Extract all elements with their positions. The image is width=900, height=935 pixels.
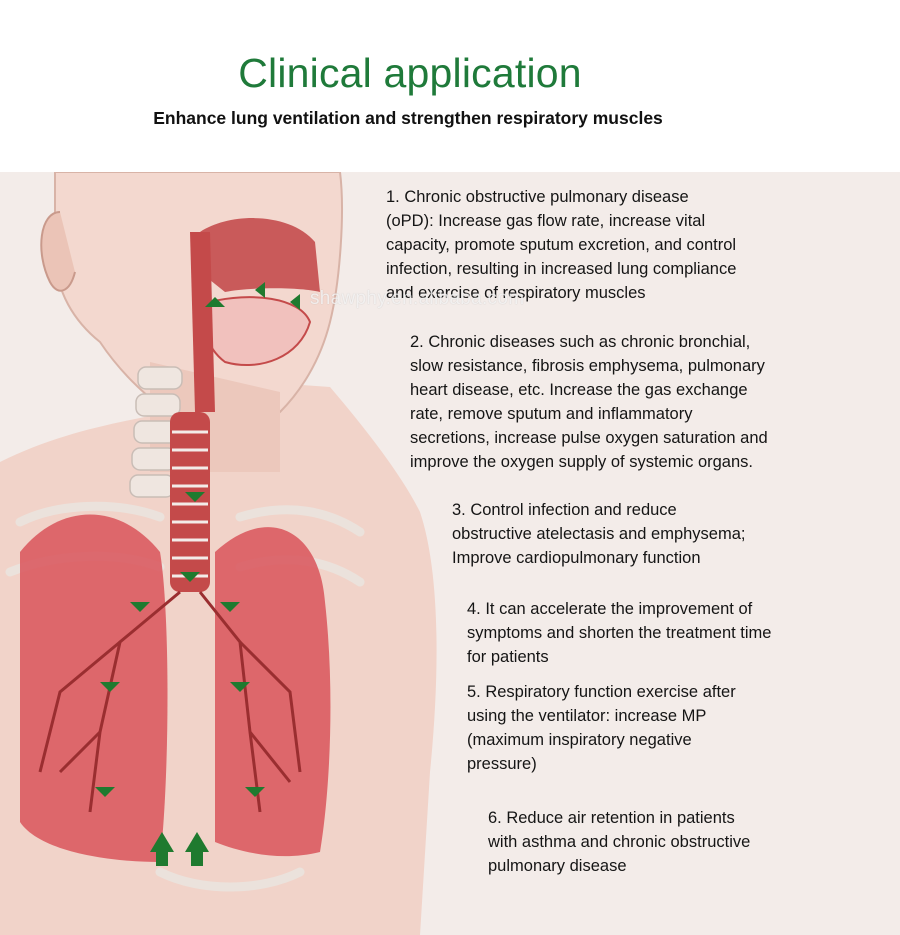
nasal-cavity bbox=[200, 218, 320, 292]
pharynx bbox=[190, 232, 215, 412]
clinical-item-5: 5. Respiratory function exercise after u… bbox=[467, 683, 736, 773]
clinical-item-3: 3. Control infection and reduce obstruct… bbox=[452, 501, 746, 567]
left-lung bbox=[20, 514, 168, 862]
clinical-item-4: 4. It can accelerate the improvement of … bbox=[467, 600, 772, 666]
respiratory-system-illustration bbox=[0, 172, 437, 935]
clinical-item-1: 1. Chronic obstructive pulmonary disease… bbox=[386, 188, 737, 302]
clinical-item-2: 2. Chronic diseases such as chronic bron… bbox=[410, 333, 768, 471]
content-panel bbox=[0, 172, 900, 935]
watermark-text: shawphy.en.alibaba.com bbox=[310, 288, 525, 309]
clinical-item-6: 6. Reduce air retention in patients with… bbox=[488, 809, 751, 875]
spine-vertebrae bbox=[129, 366, 183, 498]
right-lung bbox=[215, 527, 331, 857]
ear-shape bbox=[40, 211, 76, 292]
trachea bbox=[170, 412, 210, 592]
page-subtitle: Enhance lung ventilation and strengthen … bbox=[153, 108, 663, 128]
page-title: Clinical application bbox=[238, 50, 582, 96]
airflow-arrows bbox=[95, 282, 300, 866]
